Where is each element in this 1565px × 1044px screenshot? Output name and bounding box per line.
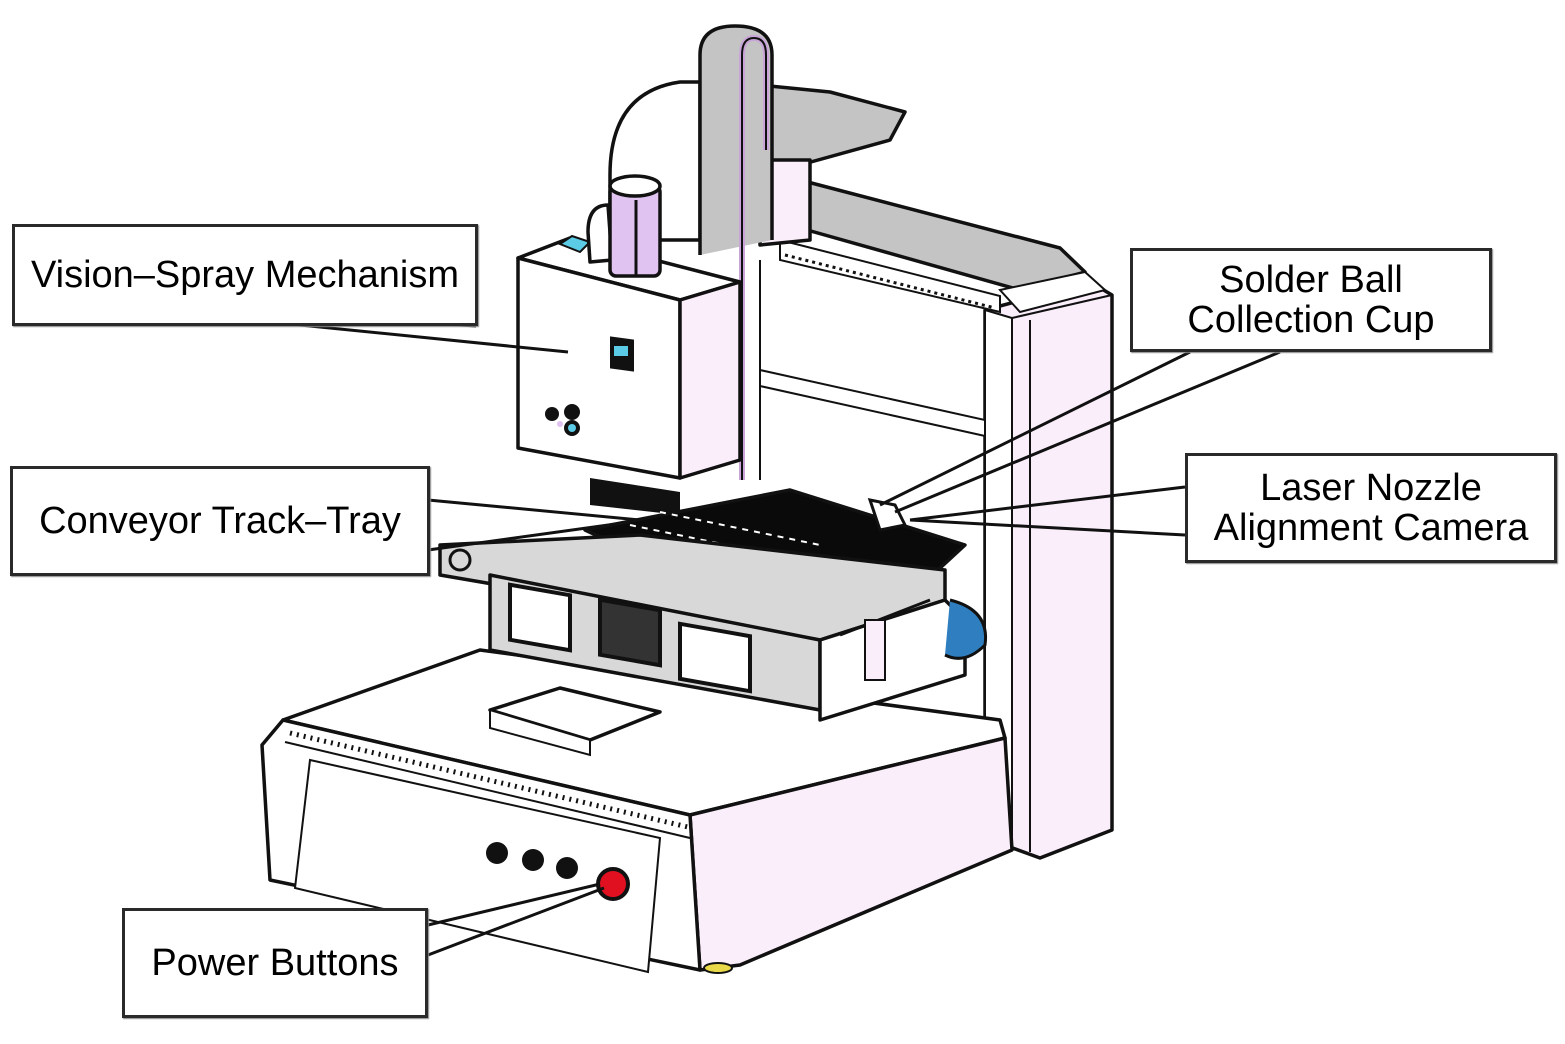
base-cabinet <box>260 648 1014 974</box>
button-black-3 <box>556 857 578 879</box>
leader-solder-cup-b <box>894 350 1281 514</box>
leader-conveyor-b <box>427 520 631 552</box>
label-text-line-1: Solder Ball <box>1219 259 1403 301</box>
label-text-line-2: Alignment Camera <box>1213 507 1529 549</box>
label-vision-spray-mechanism: Vision–Spray Mechanism <box>12 224 478 326</box>
label-laser-nozzle-alignment-camera: Laser Nozzle Alignment Camera <box>1185 453 1557 563</box>
button-black-1 <box>486 842 508 864</box>
z-axis-carriage <box>608 24 907 480</box>
label-text-line-2: Collection Cup <box>1187 299 1435 341</box>
power-button-cluster <box>486 842 630 901</box>
leader-laser-camera-b <box>909 518 1186 537</box>
vision-spray-box <box>516 174 742 515</box>
leader-solder-cup-a <box>879 350 1191 507</box>
leader-power-b <box>427 886 605 957</box>
leader-conveyor-a <box>427 498 641 522</box>
label-text-line-1: Laser Nozzle <box>1260 467 1482 509</box>
back-frame <box>759 260 986 480</box>
label-conveyor-track-tray: Conveyor Track–Tray <box>10 466 430 576</box>
label-power-buttons: Power Buttons <box>122 908 428 1018</box>
leader-laser-camera-a <box>909 485 1186 522</box>
label-text: Conveyor Track–Tray <box>39 500 401 542</box>
right-column <box>983 280 1114 860</box>
conveyor-track <box>438 488 988 722</box>
gantry-beam <box>779 178 1108 314</box>
emergency-stop-button <box>596 867 630 901</box>
label-text: Vision–Spray Mechanism <box>30 254 460 296</box>
leader-power-a <box>427 882 601 927</box>
button-black-2 <box>522 849 544 871</box>
label-text: Power Buttons <box>151 942 399 984</box>
label-solder-ball-collection-cup: Solder Ball Collection Cup <box>1130 248 1492 352</box>
